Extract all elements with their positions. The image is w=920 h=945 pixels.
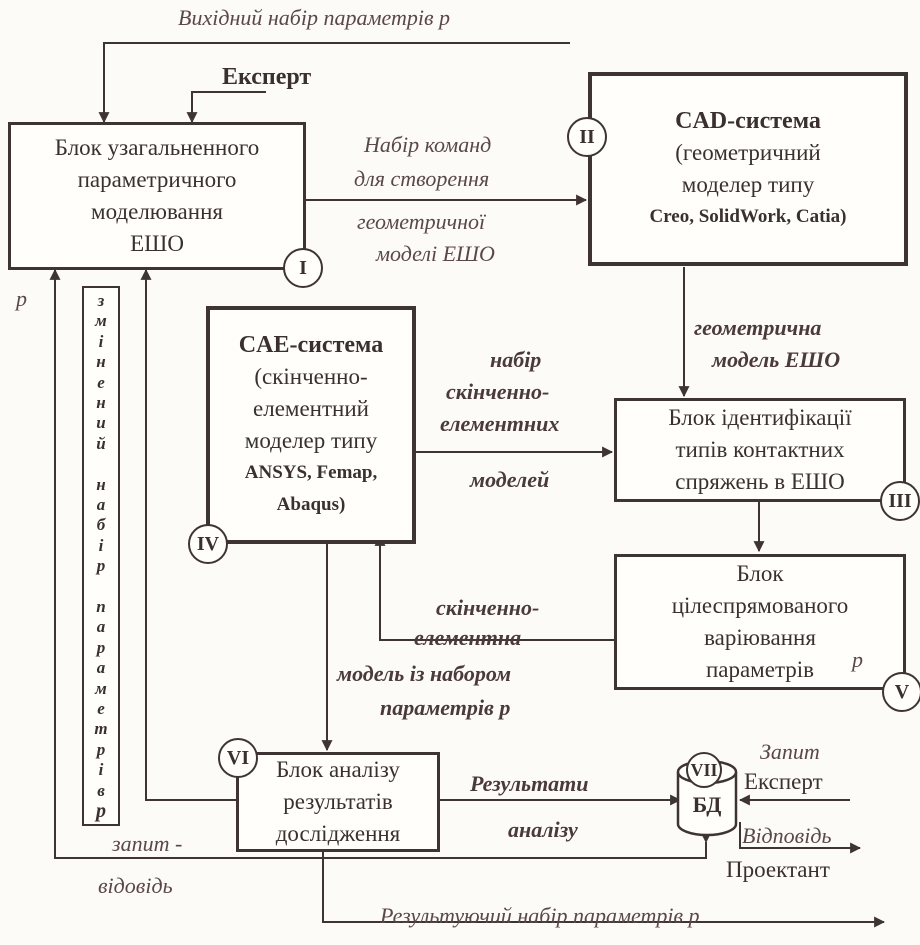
cad-title: CAD-система [675,108,821,134]
cae-tools: Abaqus) [276,494,346,515]
block5-p-label: p [852,647,863,672]
block5-line: Блок [736,561,784,586]
cae-tools: ANSYS, Femap, [244,462,378,483]
fe-set-label-2: скінченно- [446,379,550,404]
vertical-letter: й [96,433,106,453]
vertical-letter: а [96,495,106,514]
block5-line: варіювання [704,625,816,650]
query-answer-label-1: запит - [112,831,183,856]
vertical-letter: н [96,474,106,494]
arrow-initial-params [98,42,570,124]
vertical-letter: в [97,780,105,800]
vertical-letter: м [95,678,107,698]
vertical-letter: н [96,393,106,412]
commands-label-2: для створення [354,166,490,191]
vertical-letter: и [96,413,106,433]
block1-line: параметричного [77,167,237,192]
designer-label: Проектант [726,857,830,882]
cad-tools: Creo, SolidWork, Catia) [649,206,847,227]
results-label-1: Результати [470,771,589,796]
block6-line: Блок аналізу [276,757,400,782]
vertical-letter: з [97,291,105,310]
arrow-db-answer [739,822,862,854]
results-label-2: аналізу [508,817,578,842]
cad-line: моделер типу [681,172,815,197]
request-label: Запит [760,739,820,764]
vertical-letter: і [98,760,104,780]
db-label: БД [693,792,722,817]
block-parametric-modeling: Блок узагальненного параметричного модел… [8,122,306,270]
expert-right-label: Експерт [744,769,823,794]
cae-line: моделер типу [244,428,378,453]
arrow-expert-top [186,91,266,124]
geom-model-label-1: геометрична [694,315,822,340]
block5-line: цілеспрямованого [671,593,849,618]
vertical-letter: р [96,637,106,657]
answer-label: Відповідь [742,823,832,848]
block-contact-identification: Блок ідентифікації типів контактних спря… [614,398,906,502]
commands-label-1: Набір команд [364,132,492,157]
cae-title: CAE-система [238,332,384,358]
block-parameter-variation: Блок цілеспрямованого варіювання парамет… [614,554,906,690]
vertical-letter: е [97,699,105,718]
fe-model-label-1: скінченно- [436,595,540,620]
model-params-label-2: параметрів p [380,695,511,720]
block5-line: параметрів [705,657,815,682]
block-cad-system: CAD-система (геометричний моделер типу C… [588,72,908,266]
marker-I: I [283,248,323,288]
vertical-letter: т [94,719,108,739]
marker-III: III [880,481,920,521]
fe-set-label-4: моделей [470,467,550,492]
model-params-label-1: модель із набором [337,661,512,686]
marker-V: V [882,672,920,712]
fe-model-label-2: елементна [414,625,522,650]
commands-label-3: геометричної [357,209,486,234]
block3-line: Блок ідентифікації [668,405,852,430]
block-results-analysis: Блок аналізу результатів дослідження [236,752,440,852]
vertical-letter: е [97,372,105,392]
block6-line: дослідження [275,821,401,846]
block-cae-system: CAE-система (скінченно- елементний модел… [206,306,416,544]
initial-params-label: Вихідний набір параметрів p [178,5,451,30]
query-answer-label-2: відовідь [98,873,173,898]
marker-IV: IV [188,524,228,564]
vertical-letter: м [95,311,107,331]
fe-set-label-1: набір [490,347,542,372]
vertical-letter: п [96,597,106,616]
block1-line: моделювання [91,199,223,224]
marker-II: II [567,117,607,157]
output-params-label: Результуючий набір параметрів p [380,903,700,928]
expert-top-label: Експерт [222,64,312,90]
cad-line: (геометричний [675,140,821,165]
block1-line: Блок узагальненного [54,135,260,160]
vertical-letter: р [96,556,106,576]
vertical-letter: р [96,739,106,759]
vertical-letter: і [98,535,104,555]
vertical-letter: б [96,515,106,535]
arrow-output [322,852,886,928]
block3-line: типів контактних [675,437,845,462]
vertical-letter: н [96,352,106,372]
block6-line: результатів [283,789,393,814]
marker-VI: VI [218,738,258,778]
cae-line: елементний [253,396,369,421]
commands-label-4: моделі ЕШО [376,241,495,266]
vertical-letter: а [96,658,106,678]
vertical-letter: і [98,331,104,351]
p-left-label: p [16,286,27,311]
vertical-letter: а [96,617,106,637]
geom-model-label-2: модель ЕШО [712,347,841,372]
vertical-letter: p [96,800,106,822]
fe-set-label-3: елементних [440,411,560,436]
arrow-query-answer [49,268,712,859]
block3-line: спряжень в ЕШО [675,469,845,494]
marker-VII: VII [686,752,722,788]
block1-line: ЕШО [130,231,184,256]
cae-line: (скінченно- [254,364,368,389]
